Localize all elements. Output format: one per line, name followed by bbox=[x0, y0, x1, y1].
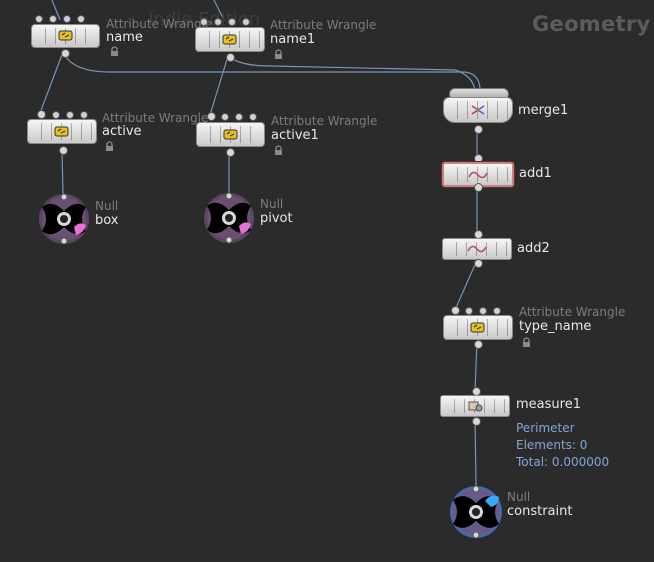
node-type-label: Null bbox=[507, 490, 531, 504]
node-tile[interactable] bbox=[31, 24, 100, 48]
wire-offscreen-to-name bbox=[51, 0, 61, 21]
node-name-label[interactable]: measure1 bbox=[516, 397, 581, 412]
node-info-line: Elements: 0 bbox=[516, 438, 588, 452]
wire-add2-to-type_name bbox=[454, 259, 478, 311]
node-flag-dot[interactable] bbox=[479, 307, 487, 315]
input-port[interactable] bbox=[450, 305, 460, 315]
wrangle-icon bbox=[222, 34, 237, 44]
node-type-label: Attribute Wrangle bbox=[270, 18, 377, 32]
null-node-icon[interactable] bbox=[449, 485, 503, 539]
output-port[interactable] bbox=[225, 147, 235, 157]
output-port[interactable] bbox=[225, 52, 235, 62]
output-port[interactable] bbox=[473, 124, 483, 134]
add-wave-icon bbox=[468, 171, 488, 178]
output-port[interactable] bbox=[471, 416, 481, 426]
node-type-label: Attribute Wrangle bbox=[271, 114, 378, 128]
null-node-icon[interactable] bbox=[38, 193, 90, 245]
output-port[interactable] bbox=[473, 182, 483, 192]
node-tile[interactable] bbox=[443, 97, 513, 123]
output-port[interactable] bbox=[473, 258, 483, 268]
node-name-label[interactable]: name1 bbox=[270, 32, 316, 47]
wire-name1-to-active1 bbox=[209, 55, 229, 116]
lock-icon[interactable] bbox=[273, 49, 284, 60]
input-port[interactable] bbox=[206, 111, 216, 121]
node-flag-dot[interactable] bbox=[214, 18, 222, 26]
node-flag-dot[interactable] bbox=[80, 111, 88, 119]
node-name-label[interactable]: active1 bbox=[271, 128, 319, 143]
node-tile[interactable] bbox=[27, 119, 97, 144]
wire-active-to-box bbox=[61, 148, 64, 196]
node-flag-dot[interactable] bbox=[493, 307, 501, 315]
node-flag-dot[interactable] bbox=[35, 15, 43, 23]
node-flag-dot[interactable] bbox=[63, 15, 71, 23]
wire-name-to-active bbox=[39, 51, 64, 114]
measure-icon bbox=[468, 401, 483, 412]
null-node-icon[interactable] bbox=[203, 192, 255, 244]
merge-icon bbox=[471, 105, 485, 115]
node-type-label: Null bbox=[260, 197, 284, 211]
output-port[interactable] bbox=[58, 145, 68, 155]
node-name-label[interactable]: name bbox=[106, 30, 143, 45]
node-tile[interactable] bbox=[196, 122, 265, 147]
wire-type_name-to-measure1 bbox=[474, 340, 478, 392]
node-name-label[interactable]: add2 bbox=[517, 241, 550, 256]
node-name-label[interactable]: merge1 bbox=[518, 103, 569, 118]
node-flag-dot[interactable] bbox=[242, 18, 250, 26]
node-type-label: Attribute Wrangle bbox=[519, 305, 626, 319]
lock-icon[interactable] bbox=[521, 337, 532, 348]
wire-measure1-to-constraint bbox=[474, 416, 477, 488]
node-tile[interactable] bbox=[443, 315, 513, 340]
node-flag-dot[interactable] bbox=[66, 111, 74, 119]
node-flag-dot[interactable] bbox=[235, 113, 243, 121]
node-flag-dot[interactable] bbox=[249, 113, 257, 121]
node-flag-dot[interactable] bbox=[200, 18, 208, 26]
node-name-label[interactable]: active bbox=[102, 124, 142, 139]
node-name-label[interactable]: box bbox=[95, 213, 119, 228]
wrangle-icon bbox=[223, 129, 237, 139]
node-flag-dot[interactable] bbox=[77, 15, 85, 23]
node-tile[interactable] bbox=[442, 238, 512, 260]
node-flag-dot[interactable] bbox=[52, 111, 60, 119]
wrangle-icon bbox=[54, 126, 69, 136]
node-flag-dot[interactable] bbox=[49, 15, 57, 23]
node-type-label: Attribute Wrangle bbox=[102, 111, 209, 125]
node-flag-dot[interactable] bbox=[221, 113, 229, 121]
network-context-label: Geometry bbox=[532, 12, 651, 36]
node-info-line: Total: 0.000000 bbox=[516, 455, 610, 469]
wire-name1-to-merge1 bbox=[227, 55, 476, 91]
node-info-line: Perimeter bbox=[516, 421, 575, 435]
lock-icon[interactable] bbox=[109, 46, 120, 57]
wrangle-icon bbox=[470, 322, 485, 332]
node-name-label[interactable]: add1 bbox=[519, 166, 552, 181]
add-wave-icon bbox=[467, 245, 487, 253]
node-tile[interactable] bbox=[195, 27, 265, 52]
node-name-label[interactable]: pivot bbox=[260, 211, 293, 226]
output-port[interactable] bbox=[60, 48, 70, 58]
wrangle-icon bbox=[58, 30, 72, 41]
node-type-label: Attribute Wrangle bbox=[106, 17, 213, 31]
lock-icon[interactable] bbox=[273, 145, 284, 156]
lock-icon[interactable] bbox=[104, 141, 115, 152]
node-name-label[interactable]: constraint bbox=[507, 504, 573, 519]
wire-name-to-merge1 bbox=[62, 51, 481, 91]
input-port[interactable] bbox=[36, 109, 46, 119]
wire-offscreen-to-name1 bbox=[213, 0, 225, 21]
node-name-label[interactable]: type_name bbox=[519, 319, 592, 334]
node-type-label: Null bbox=[95, 199, 119, 213]
output-port[interactable] bbox=[473, 339, 483, 349]
node-flag-dot[interactable] bbox=[228, 18, 236, 26]
node-flag-dot[interactable] bbox=[465, 307, 473, 315]
node-tile[interactable] bbox=[440, 395, 510, 417]
